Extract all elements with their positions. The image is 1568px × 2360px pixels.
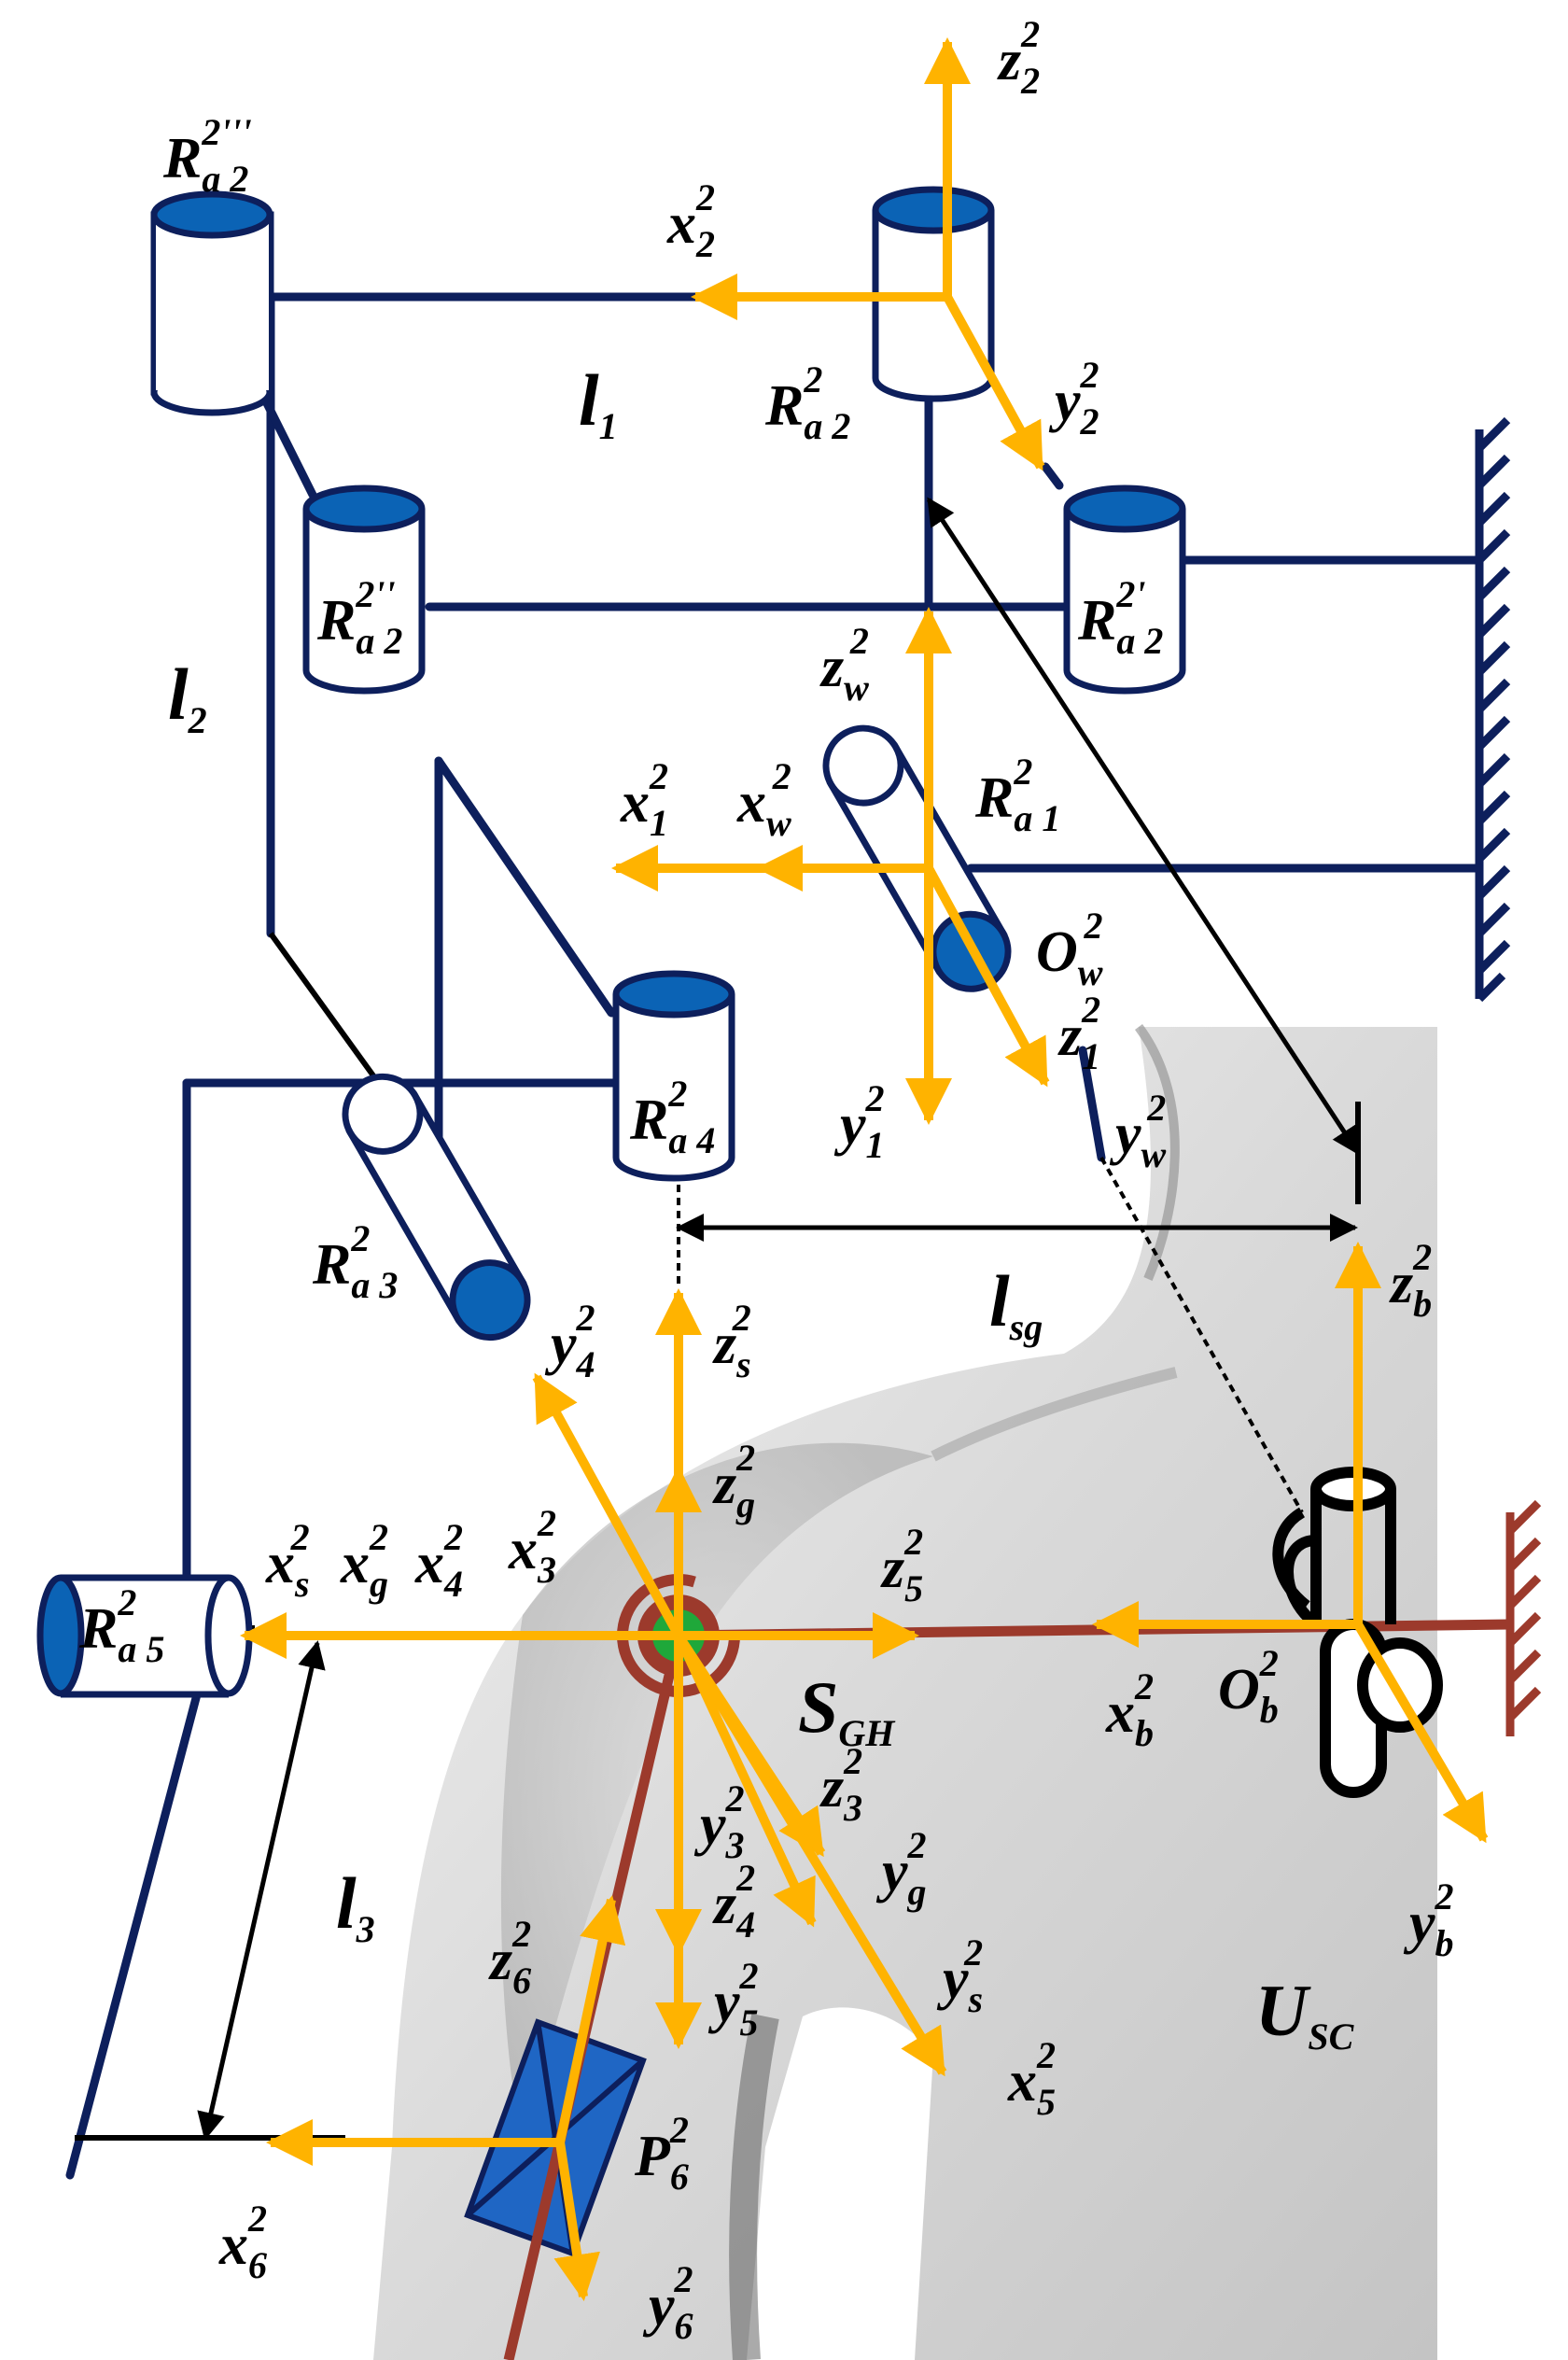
label-x3: x32 [508, 1502, 556, 1591]
label-zw: zw2 [819, 620, 869, 709]
label-y4: y42 [544, 1297, 595, 1385]
label-z2: z22 [997, 13, 1040, 102]
label-y2: y22 [1048, 354, 1099, 442]
label-Ow: Ow2 [1036, 905, 1103, 993]
label-y1: y12 [833, 1077, 885, 1166]
label-Ra2-3prime: Ra 22''' [162, 111, 252, 200]
label-Ra3: Ra 32 [312, 1217, 398, 1306]
label-xs: xs2 [265, 1516, 310, 1605]
label-USC: USC [1255, 1970, 1355, 2058]
label-zg: zg2 [712, 1437, 755, 1525]
label-zb: zb2 [1389, 1236, 1432, 1325]
labels: z22 x22 y22 Ra 22''' Ra 22 Ra 22'' Ra 22… [78, 13, 1454, 2347]
joint-Ra2-2prime [302, 485, 426, 695]
label-Ob: Ob2 [1218, 1642, 1279, 1731]
label-Ra2-1prime: Ra 22' [1077, 573, 1163, 662]
label-z4: z42 [712, 1857, 755, 1946]
ground-wall-bone [1505, 1499, 1542, 1736]
label-xb: xb2 [1105, 1665, 1154, 1754]
label-SGH: SGH [798, 1666, 896, 1754]
label-xw: xw2 [736, 755, 791, 844]
label-z1: z12 [1057, 989, 1100, 1077]
ground-wall-top [1475, 416, 1511, 1003]
label-x2: x22 [666, 176, 715, 265]
label-P6: P62 [634, 2109, 689, 2198]
label-Ra2: Ra 22 [764, 358, 850, 447]
joint-Ra3 [342, 1073, 531, 1342]
human-shoulder-image [373, 1024, 1437, 2360]
label-Ra1: Ra 12 [974, 751, 1060, 839]
dimension-arrows [197, 497, 1361, 2141]
joint-Ra2-3prime [150, 190, 274, 416]
label-l1: l1 [579, 359, 618, 447]
label-Ra4: Ra 42 [629, 1073, 715, 1161]
label-z6: z62 [488, 1913, 531, 2002]
label-x1: x12 [620, 755, 668, 844]
label-x4: x42 [414, 1516, 463, 1605]
label-x6: x62 [218, 2198, 267, 2286]
label-lsg: lsg [989, 1260, 1043, 1348]
label-z5: z52 [880, 1521, 923, 1609]
joint-Ra1 [822, 724, 1012, 992]
label-z3: z32 [819, 1740, 862, 1829]
label-Ra5: Ra 52 [78, 1581, 164, 1670]
label-l3: l3 [336, 1862, 375, 1950]
joint-Ra4 [612, 970, 735, 1182]
label-x5: x52 [1007, 2034, 1056, 2123]
label-zs: zs2 [712, 1297, 751, 1385]
label-Ra2-2prime: Ra 22'' [316, 573, 402, 662]
label-l2: l2 [168, 653, 207, 741]
label-xg: xg2 [340, 1516, 388, 1605]
